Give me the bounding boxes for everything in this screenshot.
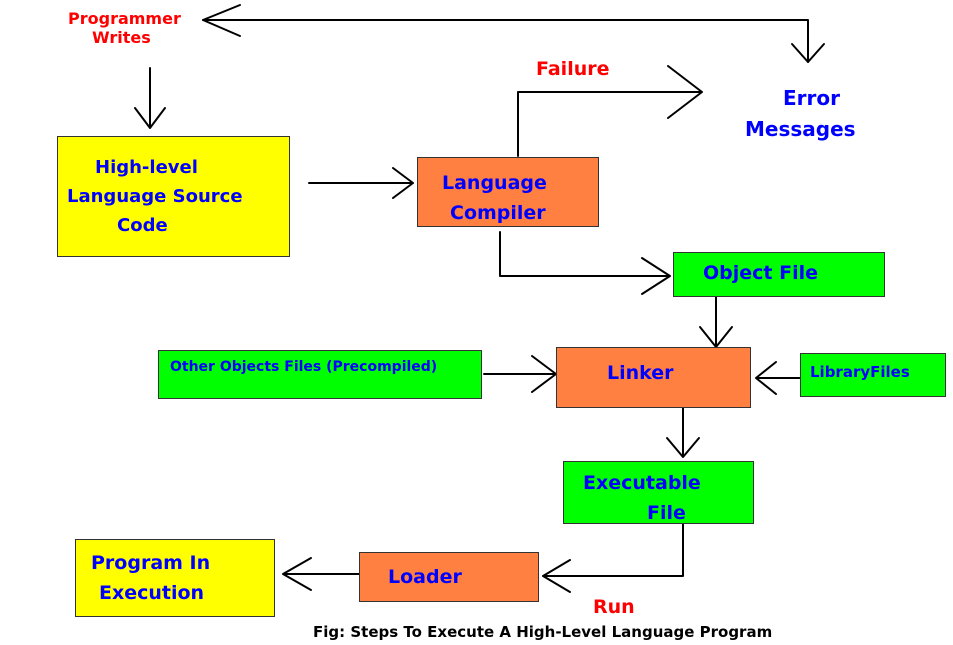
programmer-arrowhead xyxy=(202,4,241,37)
executable-label-line2: File xyxy=(647,502,686,525)
error-label-line2: Messages xyxy=(745,117,856,141)
other-objects-box xyxy=(158,350,482,399)
error-label-line1: Error xyxy=(783,86,840,110)
other-objects-label: Other Objects Files (Precompiled) xyxy=(170,359,438,375)
programmer-error-line xyxy=(202,19,809,63)
library-linker-arrow xyxy=(755,361,801,395)
executable-label: Executable File xyxy=(583,468,701,529)
failure-label: Failure xyxy=(536,58,610,80)
programmer-source-arrow xyxy=(134,67,166,129)
source-label-line3: Code xyxy=(117,214,168,236)
programmer-label-line2: Writes xyxy=(92,28,151,48)
compiler-label-line1: Language xyxy=(442,172,547,194)
linker-executable-arrow xyxy=(666,407,700,458)
library-files-box xyxy=(800,353,946,397)
run-label: Run xyxy=(593,596,635,618)
executable-box xyxy=(563,461,754,524)
linker-label: Linker xyxy=(607,362,674,384)
source-label-line2: Language Source xyxy=(67,185,243,207)
loader-box xyxy=(359,552,539,602)
compiler-object-arrow xyxy=(499,231,671,295)
figure-caption: Fig: Steps To Execute A High-Level Langu… xyxy=(313,623,773,641)
compiler-label: Language Compiler xyxy=(442,168,547,229)
object-file-label: Object File xyxy=(703,262,819,284)
loader-label: Loader xyxy=(388,566,462,588)
error-arrowhead xyxy=(791,43,825,63)
linker-box xyxy=(556,347,751,408)
execution-box xyxy=(75,539,275,617)
source-code-label: High-level Language Source Code xyxy=(67,154,243,240)
object-file-box xyxy=(673,252,885,297)
object-linker-arrow xyxy=(699,296,733,348)
failure-arrow xyxy=(517,65,703,157)
compiler-label-line2: Compiler xyxy=(450,202,546,225)
programmer-label: Programmer Writes xyxy=(68,9,181,47)
execution-label-line2: Execution xyxy=(99,582,205,605)
error-messages-label: Error Messages xyxy=(745,83,856,145)
others-linker-arrow xyxy=(483,355,557,393)
source-label-line1: High-level xyxy=(95,157,198,178)
source-code-box xyxy=(57,136,290,257)
loader-execution-arrow xyxy=(282,557,360,591)
execution-label: Program In Execution xyxy=(91,548,210,609)
source-compiler-arrow xyxy=(308,167,414,199)
executable-label-line1: Executable xyxy=(583,472,701,494)
executable-loader-arrow xyxy=(542,523,684,593)
programmer-label-line1: Programmer xyxy=(68,9,181,28)
compiler-box xyxy=(417,157,599,227)
library-files-label: LibraryFiles xyxy=(810,363,910,381)
execution-label-line1: Program In xyxy=(91,552,211,574)
